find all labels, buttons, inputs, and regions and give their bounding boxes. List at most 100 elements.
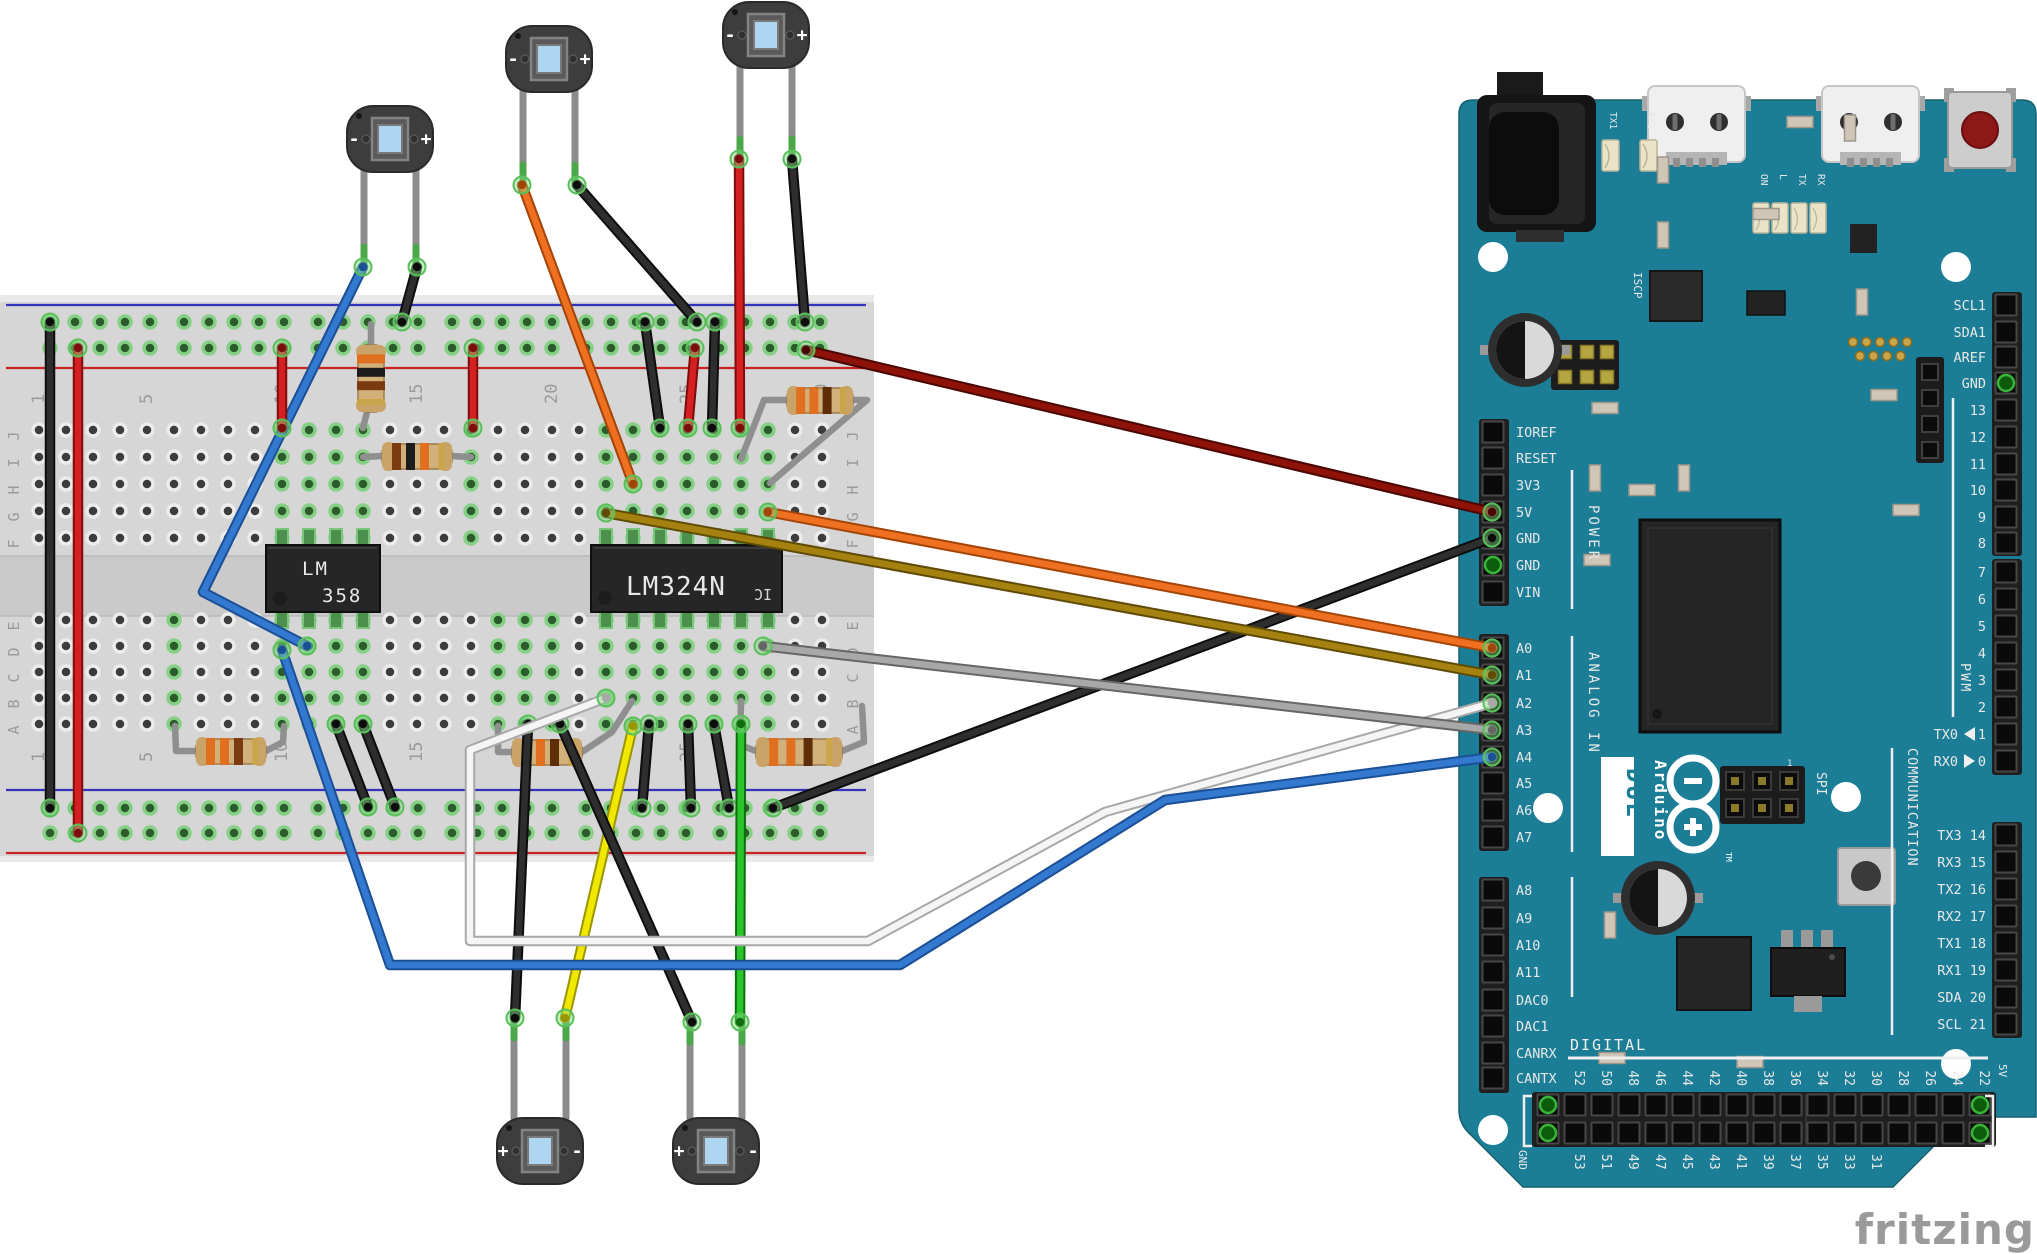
breadboard-hole[interactable]: [382, 638, 398, 654]
breadboard-hole[interactable]: [812, 800, 828, 816]
arduino-pin-SDA20[interactable]: [1994, 985, 2018, 1009]
breadboard-hole[interactable]: [117, 340, 133, 356]
breadboard-hole[interactable]: [193, 476, 209, 492]
breadboard-hole[interactable]: [517, 422, 533, 438]
breadboard-hole[interactable]: [760, 716, 776, 732]
wire-sensor3-black[interactable]: [782, 149, 815, 332]
wire-jumper-black-col13b[interactable]: [353, 714, 405, 817]
photo-sensor-s3[interactable]: -+: [722, 1, 810, 163]
header-pin[interactable]: [1921, 389, 1939, 407]
wire-core[interactable]: [359, 720, 399, 811]
breadboard-hole[interactable]: [409, 612, 425, 628]
digital-pin-bottom-10[interactable]: [1806, 1121, 1830, 1145]
button-cap[interactable]: [1851, 861, 1881, 891]
breadboard-hole[interactable]: [166, 530, 182, 546]
breadboard-hole[interactable]: [494, 340, 510, 356]
arduino-pin-right-8[interactable]: [1994, 531, 2018, 555]
digital-pin-bottom-11[interactable]: [1833, 1121, 1857, 1145]
breadboard-hole[interactable]: [444, 340, 460, 356]
wire-core[interactable]: [556, 720, 696, 1026]
breadboard-hole[interactable]: [142, 825, 158, 841]
breadboard-hole[interactable]: [814, 612, 830, 628]
breadboard-hole[interactable]: [382, 503, 398, 519]
arduino-pin-right-10[interactable]: [1994, 478, 2018, 502]
breadboard-hole[interactable]: [598, 449, 614, 465]
arduino-pin-RX315[interactable]: [1994, 850, 2018, 874]
breadboard-hole[interactable]: [490, 664, 506, 680]
breadboard-hole[interactable]: [494, 800, 510, 816]
breadboard-hole[interactable]: [58, 716, 74, 732]
breadboard-hole[interactable]: [787, 664, 803, 680]
breadboard-hole[interactable]: [139, 612, 155, 628]
breadboard-hole[interactable]: [571, 449, 587, 465]
breadboard-hole[interactable]: [598, 476, 614, 492]
breadboard-hole[interactable]: [226, 340, 242, 356]
breadboard-hole[interactable]: [444, 314, 460, 330]
breadboard-hole[interactable]: [139, 664, 155, 680]
ic-pin[interactable]: [653, 528, 667, 547]
breadboard-hole[interactable]: [578, 825, 594, 841]
breadboard-hole[interactable]: [490, 612, 506, 628]
breadboard-hole[interactable]: [385, 825, 401, 841]
breadboard-hole[interactable]: [220, 449, 236, 465]
breadboard-hole[interactable]: [193, 503, 209, 519]
breadboard-hole[interactable]: [112, 449, 128, 465]
ic-pin[interactable]: [302, 610, 316, 629]
breadboard-hole[interactable]: [679, 503, 695, 519]
breadboard-hole[interactable]: [409, 503, 425, 519]
breadboard-hole[interactable]: [276, 800, 292, 816]
breadboard-hole[interactable]: [112, 422, 128, 438]
breadboard-hole[interactable]: [220, 716, 236, 732]
ic-pin[interactable]: [329, 610, 343, 629]
resistor-r6[interactable]: [736, 697, 868, 767]
breadboard-hole[interactable]: [166, 664, 182, 680]
breadboard-hole[interactable]: [463, 716, 479, 732]
breadboard-hole[interactable]: [571, 664, 587, 680]
breadboard-hole[interactable]: [328, 638, 344, 654]
wire-core[interactable]: [638, 720, 653, 812]
wire-core[interactable]: [573, 181, 701, 326]
arduino-pin-3[interactable]: [1994, 668, 2018, 692]
breadboard-hole[interactable]: [112, 612, 128, 628]
breadboard-hole[interactable]: [355, 638, 371, 654]
wire-rail-red-left[interactable]: [68, 338, 88, 843]
breadboard-hole[interactable]: [571, 422, 587, 438]
breadboard-hole[interactable]: [544, 530, 560, 546]
breadboard-hole[interactable]: [328, 690, 344, 706]
breadboard-hole[interactable]: [814, 503, 830, 519]
breadboard-hole[interactable]: [301, 422, 317, 438]
breadboard-hole[interactable]: [679, 664, 695, 680]
ic-pin[interactable]: [626, 528, 640, 547]
breadboard-hole[interactable]: [679, 638, 695, 654]
breadboard-hole[interactable]: [733, 638, 749, 654]
ic-pin[interactable]: [653, 610, 667, 629]
breadboard-hole[interactable]: [463, 476, 479, 492]
ic-pin[interactable]: [761, 610, 775, 629]
header-pin[interactable]: [1921, 415, 1939, 433]
breadboard-hole[interactable]: [652, 503, 668, 519]
breadboard-hole[interactable]: [112, 638, 128, 654]
breadboard-hole[interactable]: [517, 530, 533, 546]
breadboard-hole[interactable]: [517, 449, 533, 465]
breadboard-hole[interactable]: [706, 638, 722, 654]
breadboard-hole[interactable]: [31, 716, 47, 732]
header-pad[interactable]: [1599, 344, 1615, 360]
digital-pin-top-15[interactable]: [1941, 1093, 1965, 1117]
breadboard-hole[interactable]: [625, 638, 641, 654]
breadboard-hole[interactable]: [517, 476, 533, 492]
breadboard-hole[interactable]: [571, 530, 587, 546]
breadboard-hole[interactable]: [58, 422, 74, 438]
breadboard-hole[interactable]: [274, 503, 290, 519]
ic-pin[interactable]: [599, 610, 613, 629]
breadboard-hole[interactable]: [517, 638, 533, 654]
arduino-pin-TX314[interactable]: [1994, 823, 2018, 847]
resistor-r1[interactable]: [356, 320, 386, 432]
digital-pin-bottom-7[interactable]: [1725, 1121, 1749, 1145]
breadboard-hole[interactable]: [760, 422, 776, 438]
breadboard-hole[interactable]: [519, 340, 535, 356]
breadboard-hole[interactable]: [166, 690, 182, 706]
breadboard-hole[interactable]: [463, 664, 479, 680]
breadboard-hole[interactable]: [578, 314, 594, 330]
breadboard-hole[interactable]: [436, 612, 452, 628]
arduino-pin-right-SDA1[interactable]: [1994, 320, 2018, 344]
